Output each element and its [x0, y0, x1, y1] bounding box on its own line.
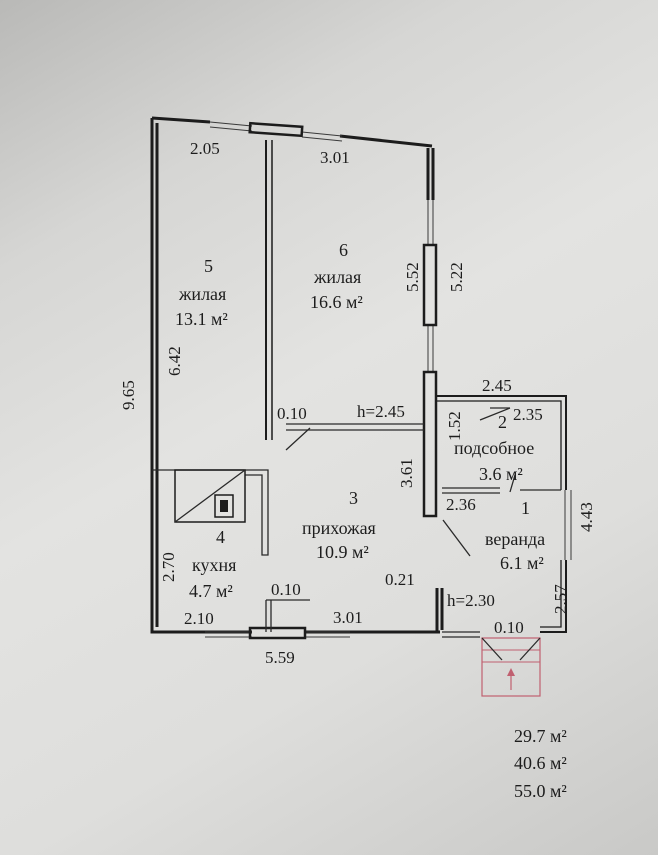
total-living-area: 29.7 м²: [514, 726, 567, 746]
room-labels: 5 жилая 13.1 м² 6 жилая 16.6 м² 2 подсоб…: [175, 240, 545, 601]
veranda-outline: [436, 395, 567, 638]
dim-hall-partition: 0.21: [385, 570, 415, 589]
room-1-name: веранда: [485, 529, 545, 549]
dimension-labels: 2.05 3.01 9.65 6.42 5.52 5.22 0.10 h=2.4…: [119, 139, 596, 667]
room-5-area: 13.1 м²: [175, 309, 228, 329]
room-1-number: 1: [521, 498, 530, 518]
dim-top-left: 2.05: [190, 139, 220, 158]
dim-outer-left: 9.65: [119, 380, 138, 410]
dim-ceiling-veranda: h=2.30: [447, 591, 495, 610]
dim-kitchen-left: 2.70: [159, 552, 178, 582]
dim-ceiling-main: h=2.45: [357, 402, 405, 421]
room-4-number: 4: [216, 527, 225, 547]
dim-top-right: 3.01: [320, 148, 350, 167]
interior-partitions: [152, 140, 424, 632]
room-4-area: 4.7 м²: [189, 581, 233, 601]
total-area: 40.6 м²: [514, 753, 567, 773]
room-6-name: жилая: [313, 267, 361, 287]
dim-veranda-bottom-right: 2.57: [551, 584, 570, 614]
room-1-area: 6.1 м²: [500, 553, 544, 573]
dim-room6-a: 5.52: [403, 262, 422, 292]
dim-room6-b: 5.22: [447, 262, 466, 292]
room-2-name: подсобное: [454, 438, 534, 458]
room-4-name: кухня: [192, 555, 236, 575]
room-2-number: 2: [498, 412, 507, 432]
dim-veranda-right: 4.43: [577, 502, 596, 532]
dim-kitchen-partition: 0.10: [271, 580, 301, 599]
dim-hall-side: 3.61: [397, 458, 416, 488]
area-totals: 29.7 м² 40.6 м² 55.0 м²: [514, 726, 567, 801]
room-6-number: 6: [339, 240, 348, 260]
dim-bottom-total: 5.59: [265, 648, 295, 667]
windows: [205, 121, 572, 638]
dim-room1-width: 2.36: [446, 495, 476, 514]
room-3-number: 3: [349, 488, 358, 508]
room-5-number: 5: [204, 256, 213, 276]
total-area-with-veranda: 55.0 м²: [514, 781, 567, 801]
room-6-area: 16.6 м²: [310, 292, 363, 312]
dim-bottom-right: 3.01: [333, 608, 363, 627]
dim-inner-left: 6.42: [165, 346, 184, 376]
dim-room2-width: 2.35: [513, 405, 543, 424]
dim-partition-thickness: 0.10: [277, 404, 307, 423]
dim-veranda-side: 1.52: [445, 411, 464, 441]
dim-veranda-partition: 0.10: [494, 618, 524, 637]
dim-bottom-left: 2.10: [184, 609, 214, 628]
entrance-steps: [481, 637, 541, 697]
room-3-name: прихожая: [302, 518, 376, 538]
room-2-area: 3.6 м²: [479, 464, 523, 484]
room-5-name: жилая: [178, 284, 226, 304]
dim-veranda-top: 2.45: [482, 376, 512, 395]
room-3-area: 10.9 м²: [316, 542, 369, 562]
window-blocks: [248, 121, 438, 640]
